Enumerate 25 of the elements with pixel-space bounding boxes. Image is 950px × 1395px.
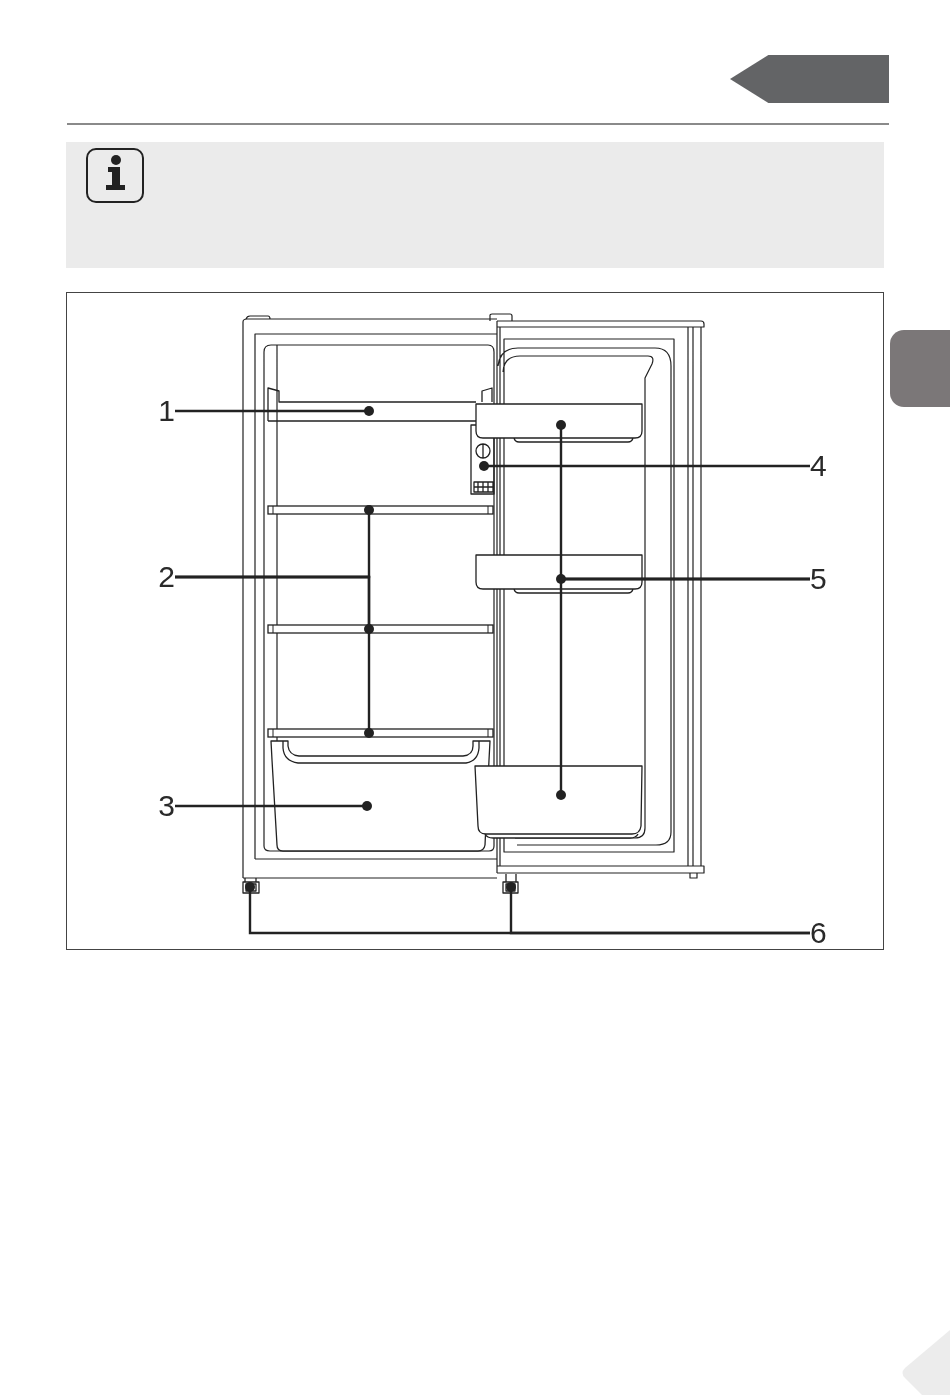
adjustable-foot: [502, 873, 519, 894]
section-tab: [730, 55, 889, 103]
crisper-drawer: [270, 740, 491, 852]
leader-line: [175, 801, 372, 811]
leader-line: [556, 577, 810, 800]
adjustable-foot: [242, 877, 260, 894]
glass-shelf: [267, 728, 494, 738]
glass-shelf: [267, 624, 494, 634]
callout-number: 3: [158, 789, 175, 823]
callout-number: 1: [158, 394, 175, 428]
callout-number: 2: [158, 560, 175, 594]
leader-line: [175, 575, 374, 738]
callout-number: 6: [810, 916, 827, 950]
side-tab: [890, 330, 950, 407]
callout-number: 5: [810, 562, 827, 596]
glass-shelf: [267, 505, 494, 515]
door-shelf: [475, 403, 643, 443]
door-bin: [474, 765, 643, 839]
callout-number: 4: [810, 449, 827, 483]
leader-line: [506, 882, 810, 935]
leader-line: [175, 406, 374, 416]
leader-line: [479, 461, 810, 471]
thermostat-control: [470, 424, 495, 495]
door-shelf: [475, 554, 643, 594]
freezer-tray: [267, 387, 493, 422]
